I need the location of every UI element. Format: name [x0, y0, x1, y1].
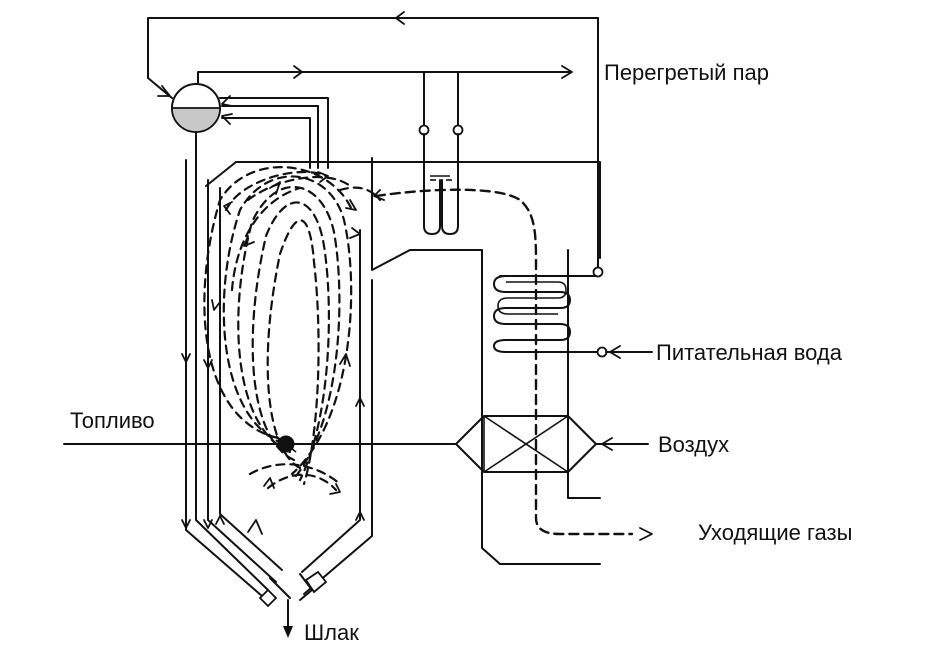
- drum-feed-line: [147, 11, 599, 269]
- steam-drum: [171, 83, 233, 133]
- feed-water-label: Питательная вода: [656, 340, 843, 365]
- fuel-label: Топливо: [70, 408, 155, 433]
- steam-line: [197, 65, 573, 136]
- slag-outlet: [283, 599, 293, 638]
- risers: [219, 97, 329, 169]
- air-heater: [455, 415, 649, 473]
- furnace: [181, 131, 601, 608]
- flue-gas-path: [373, 188, 653, 541]
- superheated-steam-label: Перегретый пар: [604, 60, 769, 85]
- superheater-coils: [423, 133, 459, 235]
- economizer: [493, 266, 608, 358]
- flame-swirl: [203, 166, 382, 495]
- feed-water-inlet: [605, 345, 653, 359]
- slag-label: Шлак: [304, 620, 359, 645]
- air-label: Воздух: [658, 432, 729, 457]
- flue-gases-label: Уходящие газы: [698, 520, 852, 545]
